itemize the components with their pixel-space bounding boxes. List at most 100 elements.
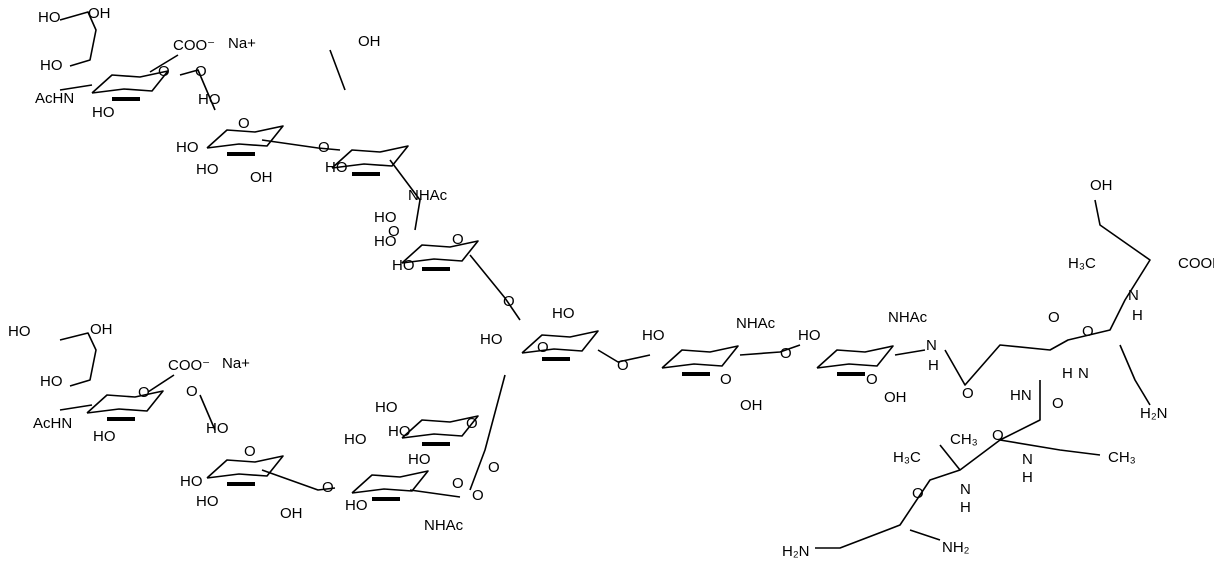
atom-label: HO bbox=[38, 9, 61, 26]
atom-label: NHAc bbox=[424, 517, 464, 534]
linkage-bond bbox=[199, 394, 216, 431]
atom-label: NHAc bbox=[888, 309, 928, 326]
atom-label: HO bbox=[196, 161, 219, 178]
atom-label: H₃C bbox=[893, 449, 921, 466]
sugar-ring bbox=[86, 390, 164, 414]
atom-label: H bbox=[960, 499, 971, 516]
atom-label: OH bbox=[358, 33, 381, 50]
atom-label: HN bbox=[1010, 387, 1032, 404]
linkage-bond bbox=[59, 404, 93, 411]
atom-label: O bbox=[452, 231, 464, 248]
atom-label: OH bbox=[740, 397, 763, 414]
atom-label: O bbox=[322, 479, 334, 496]
atom-label: CH₃ bbox=[950, 431, 978, 448]
linkage-bond bbox=[59, 84, 93, 91]
atom-label: OH bbox=[1090, 177, 1113, 194]
bonds bbox=[59, 11, 1151, 549]
linkage-bond bbox=[261, 469, 336, 491]
atom-label: O bbox=[962, 385, 974, 402]
atom-label: HO bbox=[388, 423, 411, 440]
sugar-ring bbox=[351, 470, 429, 494]
atom-label: H bbox=[1062, 365, 1073, 382]
linkage-bond bbox=[179, 69, 216, 111]
atom-label: N bbox=[1128, 287, 1139, 304]
linkage-bond bbox=[1119, 344, 1151, 406]
sugar-ring bbox=[816, 345, 894, 369]
atom-label: AcHN bbox=[33, 415, 72, 432]
atom-label: O bbox=[452, 475, 464, 492]
atom-label: O bbox=[466, 415, 478, 432]
atom-label: N bbox=[1078, 365, 1089, 382]
atom-label: O bbox=[992, 427, 1004, 444]
atom-label: HO bbox=[8, 323, 31, 340]
atom-label: O bbox=[318, 139, 330, 156]
atom-label: OH bbox=[90, 321, 113, 338]
atom-label: NHAc bbox=[736, 315, 776, 332]
atom-label: H₂N bbox=[1140, 405, 1168, 422]
atom-label: AcHN bbox=[35, 90, 74, 107]
atom-label: HO bbox=[480, 331, 503, 348]
atom-label: O bbox=[780, 345, 792, 362]
atom-label: O bbox=[503, 293, 515, 310]
atom-label: HO bbox=[180, 473, 203, 490]
atom-label: NHAc bbox=[408, 187, 448, 204]
atom-label: O bbox=[472, 487, 484, 504]
sugar-ring bbox=[521, 330, 599, 354]
sugar-ring bbox=[91, 70, 169, 94]
linkage-bond bbox=[469, 374, 506, 491]
atom-label: N bbox=[1022, 451, 1033, 468]
atom-label: HO bbox=[206, 420, 229, 437]
atom-label: COO⁻ bbox=[173, 37, 215, 54]
atom-label: O bbox=[617, 357, 629, 374]
atom-label: O bbox=[720, 371, 732, 388]
linkage-bond bbox=[739, 344, 801, 356]
linkage-bond bbox=[261, 139, 341, 151]
linkage-bond bbox=[59, 11, 97, 67]
sugar-ring bbox=[401, 240, 479, 264]
atom-label: HO bbox=[408, 451, 431, 468]
atom-label: H bbox=[928, 357, 939, 374]
atom-label: O bbox=[244, 443, 256, 460]
atom-label: HO bbox=[374, 233, 397, 250]
atom-label: H₂N bbox=[782, 543, 810, 560]
atom-label: HO bbox=[345, 497, 368, 514]
atom-label: O bbox=[1082, 323, 1094, 340]
atom-label: O bbox=[158, 63, 170, 80]
atom-label: H bbox=[1022, 469, 1033, 486]
atom-label: O bbox=[912, 485, 924, 502]
atom-label: H bbox=[1132, 307, 1143, 324]
atom-label: HO bbox=[176, 139, 199, 156]
atom-label: NH₂ bbox=[942, 539, 970, 556]
sugar-ring bbox=[206, 455, 284, 479]
linkage-bond bbox=[597, 349, 651, 363]
linkage-bond bbox=[909, 529, 941, 541]
sugar-ring bbox=[401, 415, 479, 439]
atom-label: OH bbox=[250, 169, 273, 186]
linkage-bond bbox=[147, 374, 175, 393]
atom-label: HO bbox=[375, 399, 398, 416]
atom-label: HO bbox=[374, 209, 397, 226]
atom-label: O bbox=[866, 371, 878, 388]
linkage-bond bbox=[944, 199, 1151, 386]
atom-label: OH bbox=[88, 5, 111, 22]
atom-label: HO bbox=[552, 305, 575, 322]
atom-label: O bbox=[238, 115, 250, 132]
atom-label: O bbox=[138, 384, 150, 401]
atom-label: O bbox=[195, 63, 207, 80]
atom-label: HO bbox=[198, 91, 221, 108]
linkage-bond bbox=[894, 349, 926, 356]
atom-label: N bbox=[960, 481, 971, 498]
linkage-bond bbox=[59, 332, 97, 387]
atom-label: HO bbox=[642, 327, 665, 344]
atom-label: OH bbox=[884, 389, 907, 406]
atom-label: N bbox=[926, 337, 937, 354]
linkage-bond bbox=[389, 159, 421, 231]
atom-label: CH₃ bbox=[1108, 449, 1136, 466]
atom-label: Na+ bbox=[222, 355, 250, 372]
atom-label: H₃C bbox=[1068, 255, 1096, 272]
linkage-bond bbox=[329, 49, 346, 91]
atom-label: COO⁻ bbox=[168, 357, 210, 374]
atom-label: HO bbox=[196, 493, 219, 510]
